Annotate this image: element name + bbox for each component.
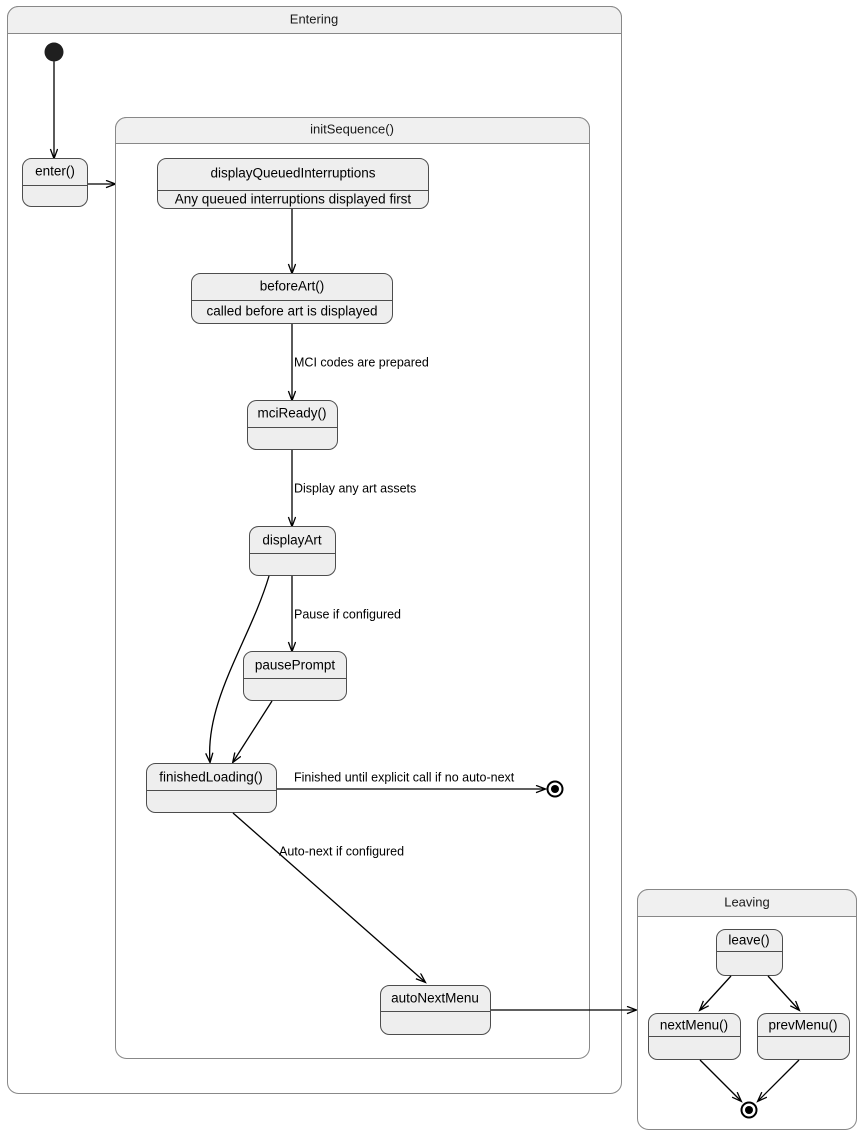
state-next-menu[interactable]: nextMenu()	[648, 1013, 741, 1060]
final-state-entering[interactable]	[546, 780, 564, 798]
leave-box	[716, 929, 783, 976]
auto-next-menu-box	[380, 985, 491, 1035]
next-menu-label: nextMenu()	[660, 1018, 728, 1033]
leave-label: leave()	[728, 933, 769, 948]
before-art-label: beforeArt()	[260, 279, 325, 294]
state-before-art[interactable]: beforeArt() called before art is display…	[191, 273, 393, 324]
final-state-inner-dot	[551, 785, 559, 793]
initsequence-title: initSequence()	[310, 121, 394, 136]
before-art-desc: called before art is displayed	[206, 304, 377, 319]
edge-label-display-art-assets: Display any art assets	[294, 481, 416, 495]
mci-ready-box	[247, 400, 338, 450]
state-enter[interactable]: enter()	[22, 158, 88, 207]
enter-box	[22, 158, 88, 207]
display-art-box	[249, 526, 336, 576]
edge-label-auto-next-if-configured: Auto-next if configured	[279, 844, 404, 858]
state-display-queued-interruptions[interactable]: displayQueuedInterruptions Any queued in…	[157, 158, 429, 209]
leaving-frame	[637, 889, 857, 1130]
entering-header-band	[7, 6, 622, 34]
initsequence-header-band	[115, 117, 590, 144]
display-queued-interruptions-box	[157, 158, 429, 209]
edge-displayart-to-finishedloading	[210, 575, 270, 762]
edge-label-mci-codes: MCI codes are prepared	[294, 355, 429, 369]
leaving-title: Leaving	[724, 894, 770, 909]
state-display-art[interactable]: displayArt	[249, 526, 336, 576]
entering-title: Entering	[290, 11, 338, 26]
state-mci-ready[interactable]: mciReady()	[247, 400, 338, 450]
prev-menu-label: prevMenu()	[768, 1018, 837, 1033]
edge-label-finished-until-explicit: Finished until explicit call if no auto-…	[294, 770, 515, 784]
edge-finishedloading-to-autonextmenu	[232, 812, 425, 982]
edge-nextmenu-to-final	[699, 1059, 741, 1101]
final-state-leaving[interactable]	[740, 1101, 758, 1119]
mci-ready-label: mciReady()	[257, 406, 326, 421]
state-finished-loading[interactable]: finishedLoading()	[146, 763, 277, 813]
enter-label: enter()	[35, 164, 75, 179]
before-art-box	[191, 273, 393, 324]
state-prev-menu[interactable]: prevMenu()	[757, 1013, 850, 1060]
edge-pauseprompt-to-finishedloading	[233, 700, 273, 762]
display-queued-interruptions-desc: Any queued interruptions displayed first	[175, 192, 412, 207]
edge-label-pause-if-configured: Pause if configured	[294, 607, 401, 621]
auto-next-menu-label: autoNextMenu	[391, 991, 479, 1006]
initial-state-icon[interactable]	[44, 42, 64, 62]
edge-leave-to-prevmenu	[767, 975, 799, 1010]
display-art-label: displayArt	[262, 533, 322, 548]
leaving-header-band	[637, 889, 857, 917]
state-auto-next-menu[interactable]: autoNextMenu	[380, 985, 491, 1035]
finished-loading-box	[146, 763, 277, 813]
pause-prompt-box	[243, 651, 347, 701]
final-state-inner-dot	[745, 1106, 753, 1114]
composite-state-leaving[interactable]: Leaving	[637, 889, 857, 1130]
display-queued-interruptions-label: displayQueuedInterruptions	[210, 166, 375, 181]
state-leave[interactable]: leave()	[716, 929, 783, 976]
edge-leave-to-nextmenu	[700, 975, 732, 1010]
pause-prompt-label: pausePrompt	[255, 658, 336, 673]
composite-state-initsequence[interactable]: initSequence()	[115, 117, 590, 1059]
state-pause-prompt[interactable]: pausePrompt	[243, 651, 347, 701]
edge-prevmenu-to-final	[758, 1059, 800, 1101]
finished-loading-label: finishedLoading()	[159, 770, 263, 785]
